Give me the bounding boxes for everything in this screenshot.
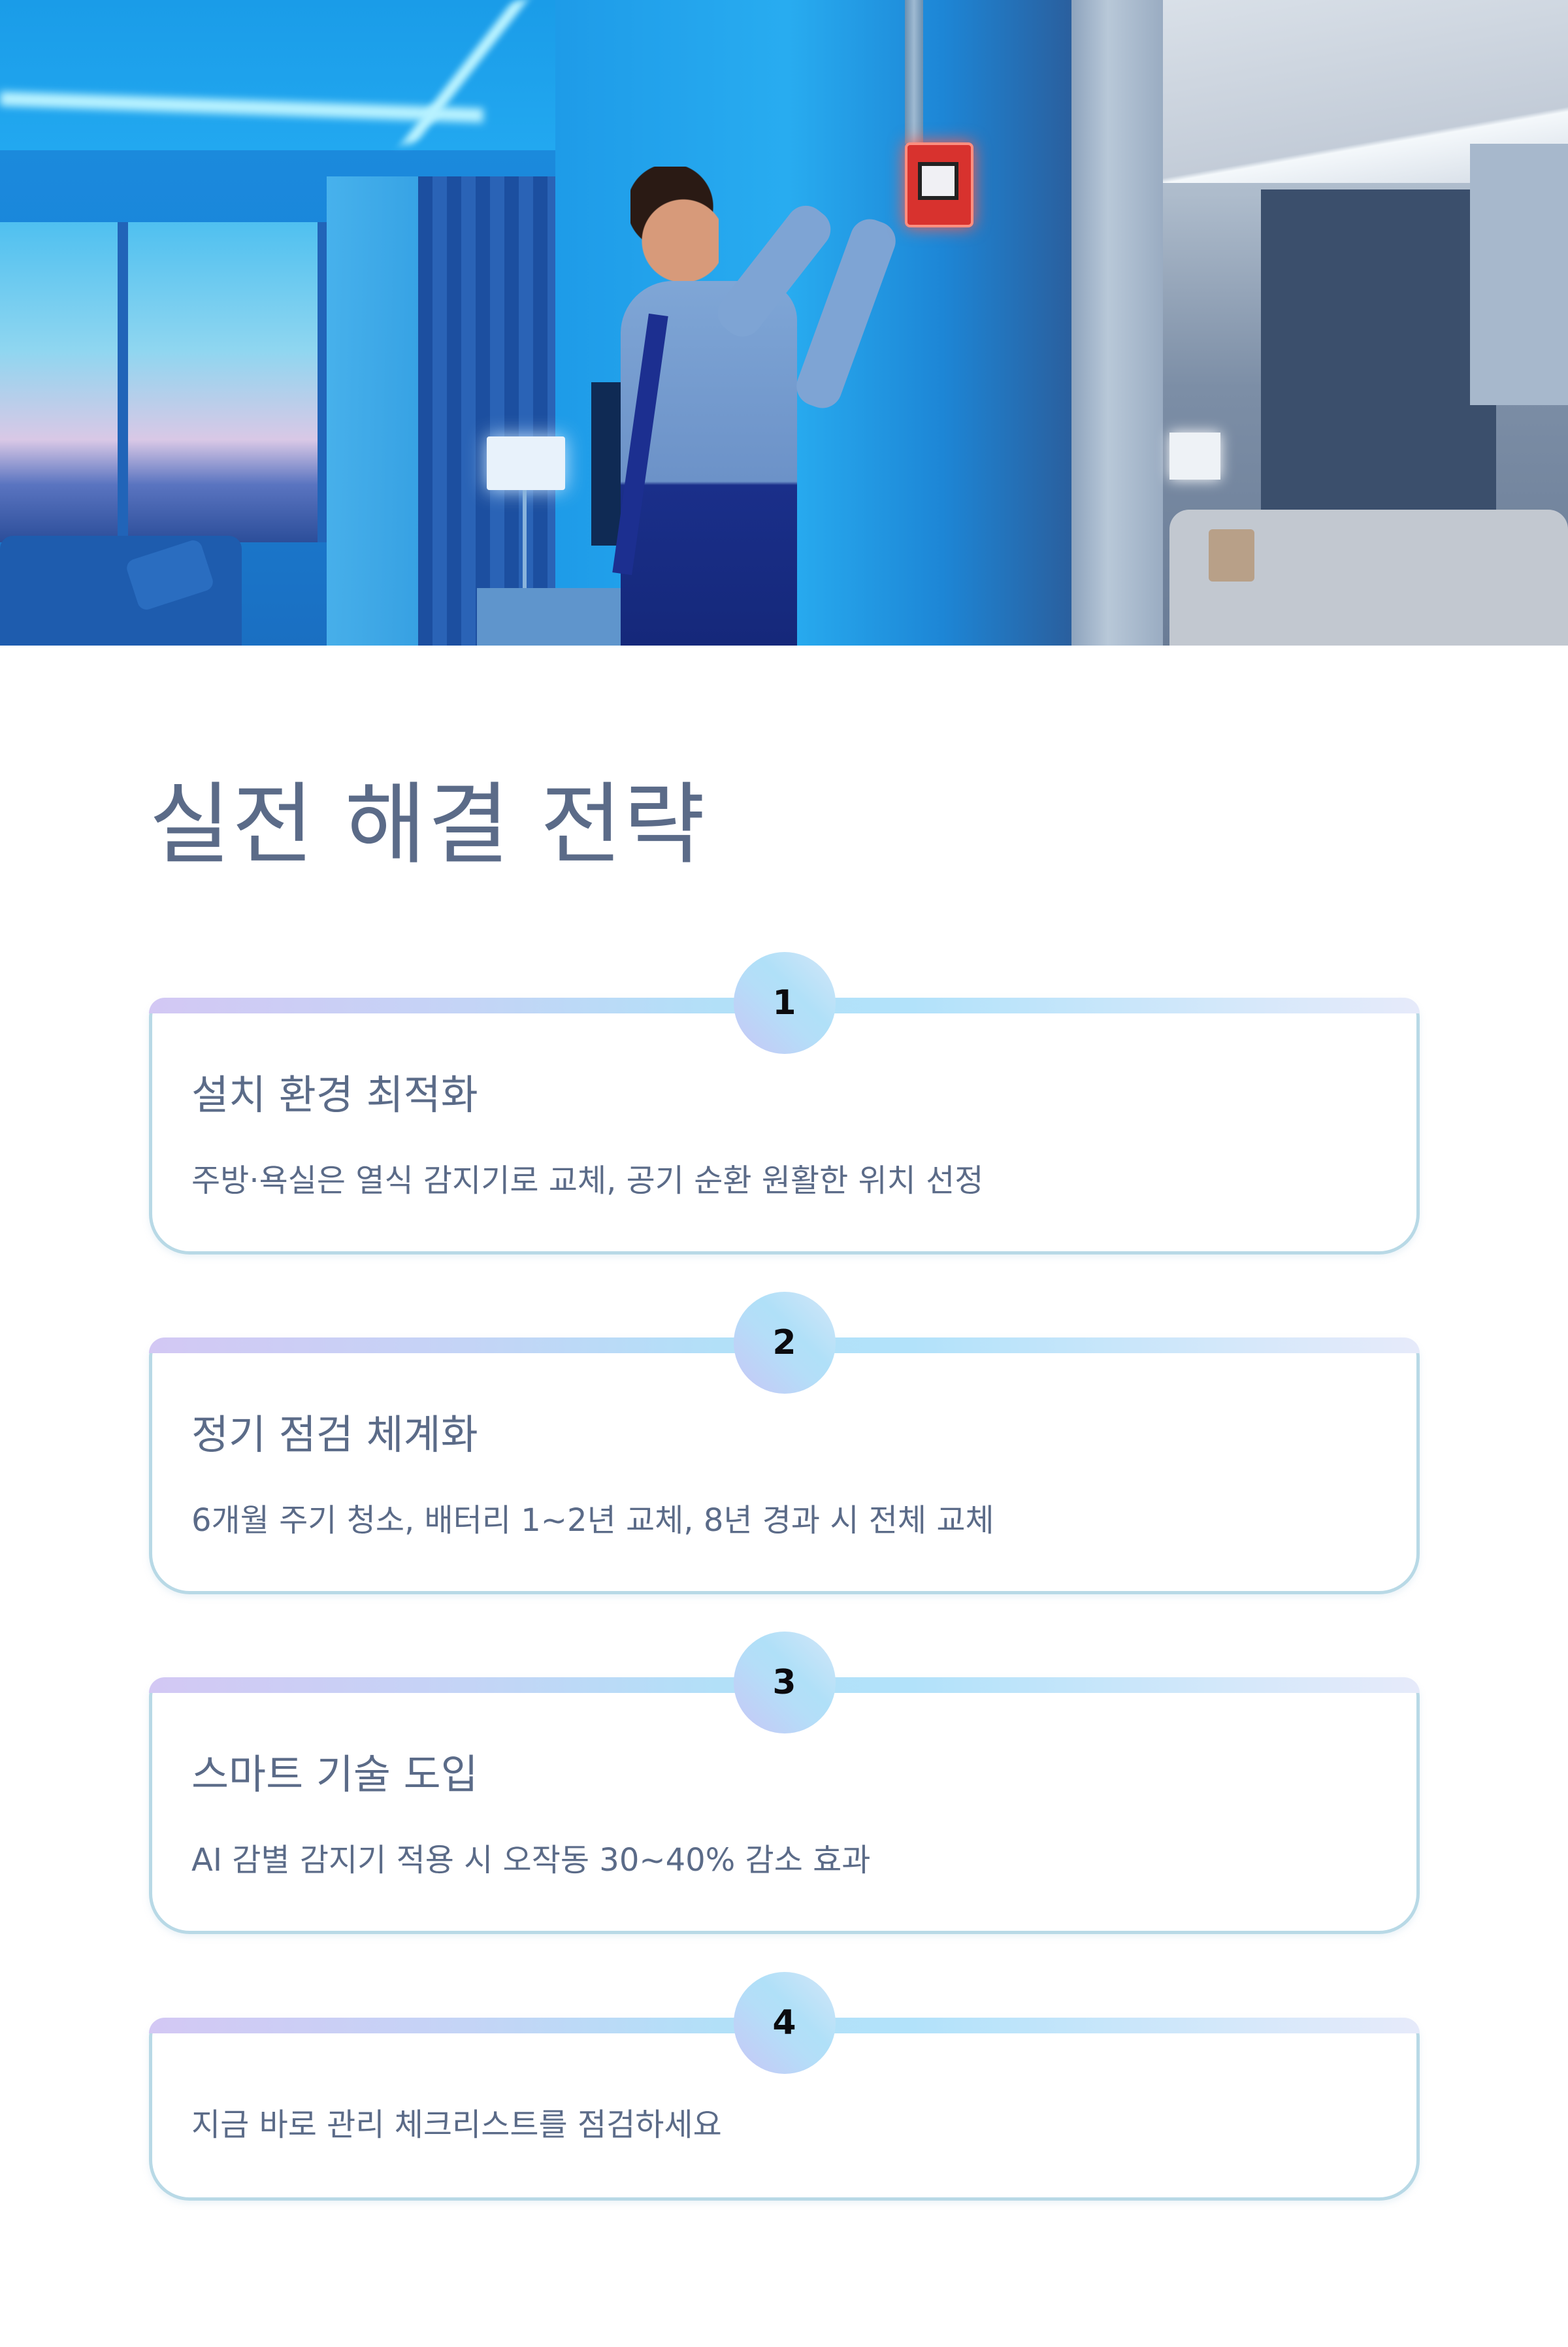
dark-wall-panel (1261, 189, 1496, 542)
tv-console (477, 588, 647, 646)
window-mullion (118, 222, 128, 542)
step-heading: 스마트 기술 도입 (191, 1750, 478, 1798)
step-card: 4 지금 바로 관리 체크리스트를 점검하세요 (149, 1972, 1420, 2201)
technician-head (630, 167, 719, 281)
lamp-icon (487, 436, 565, 490)
page-title: 실전 해결 전략 (149, 774, 707, 877)
conduit-pipe (905, 0, 923, 144)
lamp-stand (523, 490, 527, 588)
step-description: 6개월 주기 청소, 배터리 1~2년 교체, 8년 경과 시 전체 교체 (191, 1502, 994, 1539)
step-card: 2 정기 점검 체계화 6개월 주기 청소, 배터리 1~2년 교체, 8년 경… (149, 1292, 1420, 1594)
step-description: AI 감별 감지기 적용 시 오작동 30~40% 감소 효과 (191, 1842, 871, 1879)
detector-display (918, 162, 958, 200)
city-window (0, 222, 327, 542)
step-call-to-action: 지금 바로 관리 체크리스트를 점검하세요 (191, 2107, 722, 2143)
step-heading: 설치 환경 최적화 (191, 1071, 478, 1119)
lamp-icon (1169, 433, 1220, 480)
kitchen-cabinet (1470, 144, 1568, 405)
sheer-curtain (327, 176, 418, 646)
hero-image (0, 0, 1568, 646)
sofa-pillow (1209, 529, 1254, 582)
step-description: 주방·욕실은 열식 감지기로 교체, 공기 순환 원활한 위치 선정 (191, 1162, 984, 1199)
step-number-badge: 3 (733, 1632, 836, 1733)
step-card: 3 스마트 기술 도입 AI 감별 감지기 적용 시 오작동 30~40% 감소… (149, 1632, 1420, 1934)
step-number-badge: 2 (733, 1292, 836, 1394)
door-frame (1071, 0, 1163, 646)
step-number-badge: 4 (733, 1972, 836, 2074)
step-number-badge: 1 (733, 952, 836, 1054)
step-heading: 정기 점검 체계화 (191, 1411, 478, 1458)
step-card: 1 설치 환경 최적화 주방·욕실은 열식 감지기로 교체, 공기 순환 원활한… (149, 952, 1420, 1255)
blue-curtain (418, 176, 555, 646)
